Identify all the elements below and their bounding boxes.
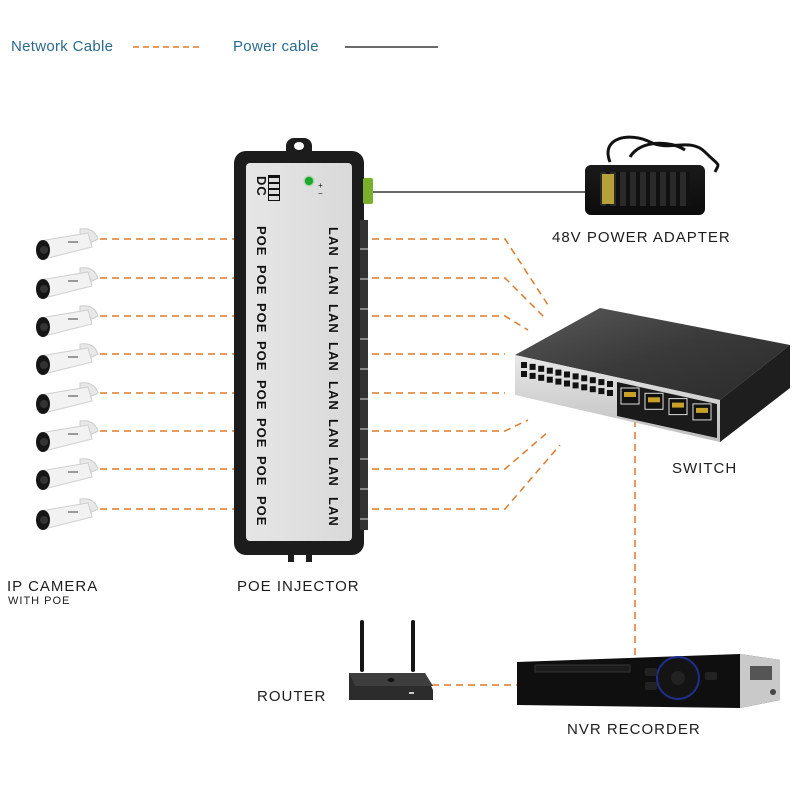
- poe-injector-label: POE INJECTOR: [237, 578, 360, 595]
- legend-power-cable-label: Power cable: [233, 38, 319, 55]
- lan-port-label: LAN: [326, 304, 341, 334]
- poe-port-label: POE: [254, 418, 269, 449]
- network-cable-lan-3: [372, 315, 529, 331]
- injector-faceplate: [246, 163, 352, 541]
- nvr-icon: [517, 654, 780, 708]
- lan-port-label: LAN: [326, 266, 341, 296]
- switch-port: [598, 379, 605, 386]
- injector-foot: [306, 548, 312, 562]
- switch-label: SWITCH: [672, 460, 738, 477]
- router-label: ROUTER: [257, 688, 327, 705]
- network-switch-icon: [515, 308, 790, 442]
- adapter-label-plate: [600, 172, 690, 206]
- poe-port-label: POE: [254, 456, 269, 487]
- switch-port: [581, 384, 588, 391]
- switch-port: [521, 371, 527, 377]
- switch-port: [581, 375, 588, 382]
- dc-label: DC: [254, 176, 269, 197]
- lan-port-label: LAN: [326, 497, 341, 527]
- bullet-camera-icon: [30, 340, 99, 375]
- switch-port: [589, 377, 596, 384]
- ip-camera-sublabel: WITH POE: [8, 595, 71, 607]
- router-icon: [349, 620, 433, 700]
- injector-foot: [288, 548, 294, 562]
- lan-port-label: LAN: [326, 419, 341, 449]
- legend-network-cable-label: Network Cable: [11, 38, 114, 55]
- bullet-camera-icon: [30, 455, 99, 490]
- switch-port: [555, 369, 562, 376]
- lan-port-label: LAN: [326, 381, 341, 411]
- network-cable-lan-7: [372, 431, 549, 470]
- mount-hole: [294, 142, 304, 150]
- polarity-marks: +−: [318, 181, 323, 198]
- adapter-tag: [602, 174, 614, 204]
- lan-port-label: LAN: [326, 457, 341, 487]
- switch-port: [607, 381, 613, 387]
- dc-polarity-icon: [268, 175, 280, 201]
- ip-camera-label: IP CAMERA: [7, 578, 99, 595]
- switch-port: [538, 365, 545, 372]
- switch-port: [564, 380, 570, 387]
- bullet-camera-icon: [30, 379, 99, 414]
- poe-port-label: POE: [254, 226, 269, 257]
- power-led-icon: [305, 177, 313, 185]
- network-cable-lan-1: [372, 238, 549, 306]
- switch-uplink-port: [620, 387, 640, 405]
- switch-uplink-port: [692, 403, 712, 421]
- poe-port-label: POE: [254, 265, 269, 296]
- switch-port: [555, 378, 562, 385]
- switch-port: [572, 373, 579, 380]
- network-cable-lan-2: [372, 277, 546, 319]
- poe-port-label: POE: [254, 341, 269, 372]
- switch-port: [529, 372, 536, 379]
- switch-port: [589, 386, 596, 393]
- bullet-camera-icon: [30, 302, 99, 337]
- adapter-cable-icon: [606, 135, 720, 173]
- poe-port-label: POE: [254, 496, 269, 527]
- lan-port-label: LAN: [326, 227, 341, 257]
- switch-port: [538, 374, 545, 381]
- switch-port: [521, 362, 527, 368]
- poe-port-label: POE: [254, 303, 269, 334]
- network-cable-lan-6: [372, 419, 529, 432]
- bullet-camera-icon: [30, 495, 99, 530]
- switch-port: [572, 382, 579, 389]
- bullet-camera-icon: [30, 264, 99, 299]
- dc-terminal-icon: [363, 178, 373, 204]
- switch-port: [546, 376, 553, 383]
- switch-uplink-port: [644, 392, 664, 410]
- switch-port: [564, 371, 570, 378]
- nvr-label: NVR RECORDER: [567, 721, 701, 738]
- switch-port: [529, 363, 536, 370]
- lan-port-strip: [360, 220, 368, 530]
- bullet-camera-icon: [30, 417, 99, 452]
- switch-uplink-port: [668, 398, 688, 416]
- switch-port: [607, 390, 613, 396]
- bullet-camera-icon: [30, 225, 99, 260]
- switch-port: [546, 367, 553, 374]
- network-cable-lan-8: [372, 444, 561, 510]
- lan-port-label: LAN: [326, 342, 341, 372]
- poe-port-label: POE: [254, 380, 269, 411]
- switch-port: [598, 388, 605, 395]
- power-adapter-label: 48V POWER ADAPTER: [552, 229, 731, 246]
